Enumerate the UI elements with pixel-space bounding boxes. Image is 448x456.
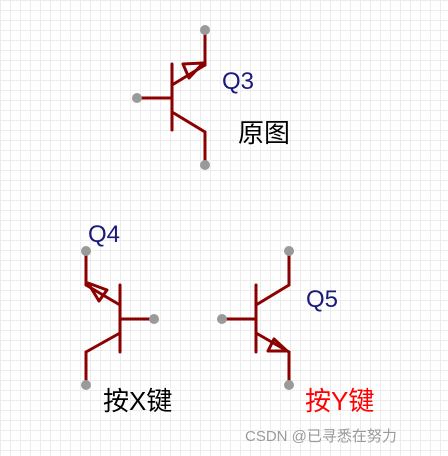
- q3-pin-collector: [200, 160, 210, 170]
- q4-emitter-arrow-icon: [86, 281, 109, 303]
- q5-caption: 按Y键: [305, 386, 375, 416]
- watermark: CSDN @已寻悉在努力: [245, 428, 397, 445]
- q3-ref-label: Q3: [222, 68, 255, 95]
- q4-pin-base: [149, 314, 159, 324]
- q5-pin-collector: [284, 246, 294, 256]
- q5-pin-emitter: [284, 380, 294, 390]
- q5-collector-diag: [254, 283, 291, 307]
- q3-pin-emitter: [200, 25, 210, 35]
- q3-caption: 原图: [238, 118, 291, 148]
- q3-pin-base: [132, 93, 142, 103]
- transistor-q3[interactable]: [132, 25, 210, 170]
- q4-pin-collector: [81, 380, 91, 390]
- q5-ref-label: Q5: [306, 286, 339, 313]
- q4-caption: 按X键: [103, 386, 173, 416]
- q4-collector-diag: [84, 331, 122, 354]
- transistor-q5[interactable]: [217, 246, 294, 390]
- transistor-q4[interactable]: [81, 246, 159, 390]
- q4-ref-label: Q4: [88, 221, 121, 248]
- q4-pin-emitter: [81, 246, 91, 256]
- q3-emitter-arrow-icon: [181, 61, 205, 80]
- q3-collector-diag: [170, 110, 207, 134]
- q5-emitter-arrow-icon: [266, 337, 289, 353]
- q5-pin-base: [217, 314, 227, 324]
